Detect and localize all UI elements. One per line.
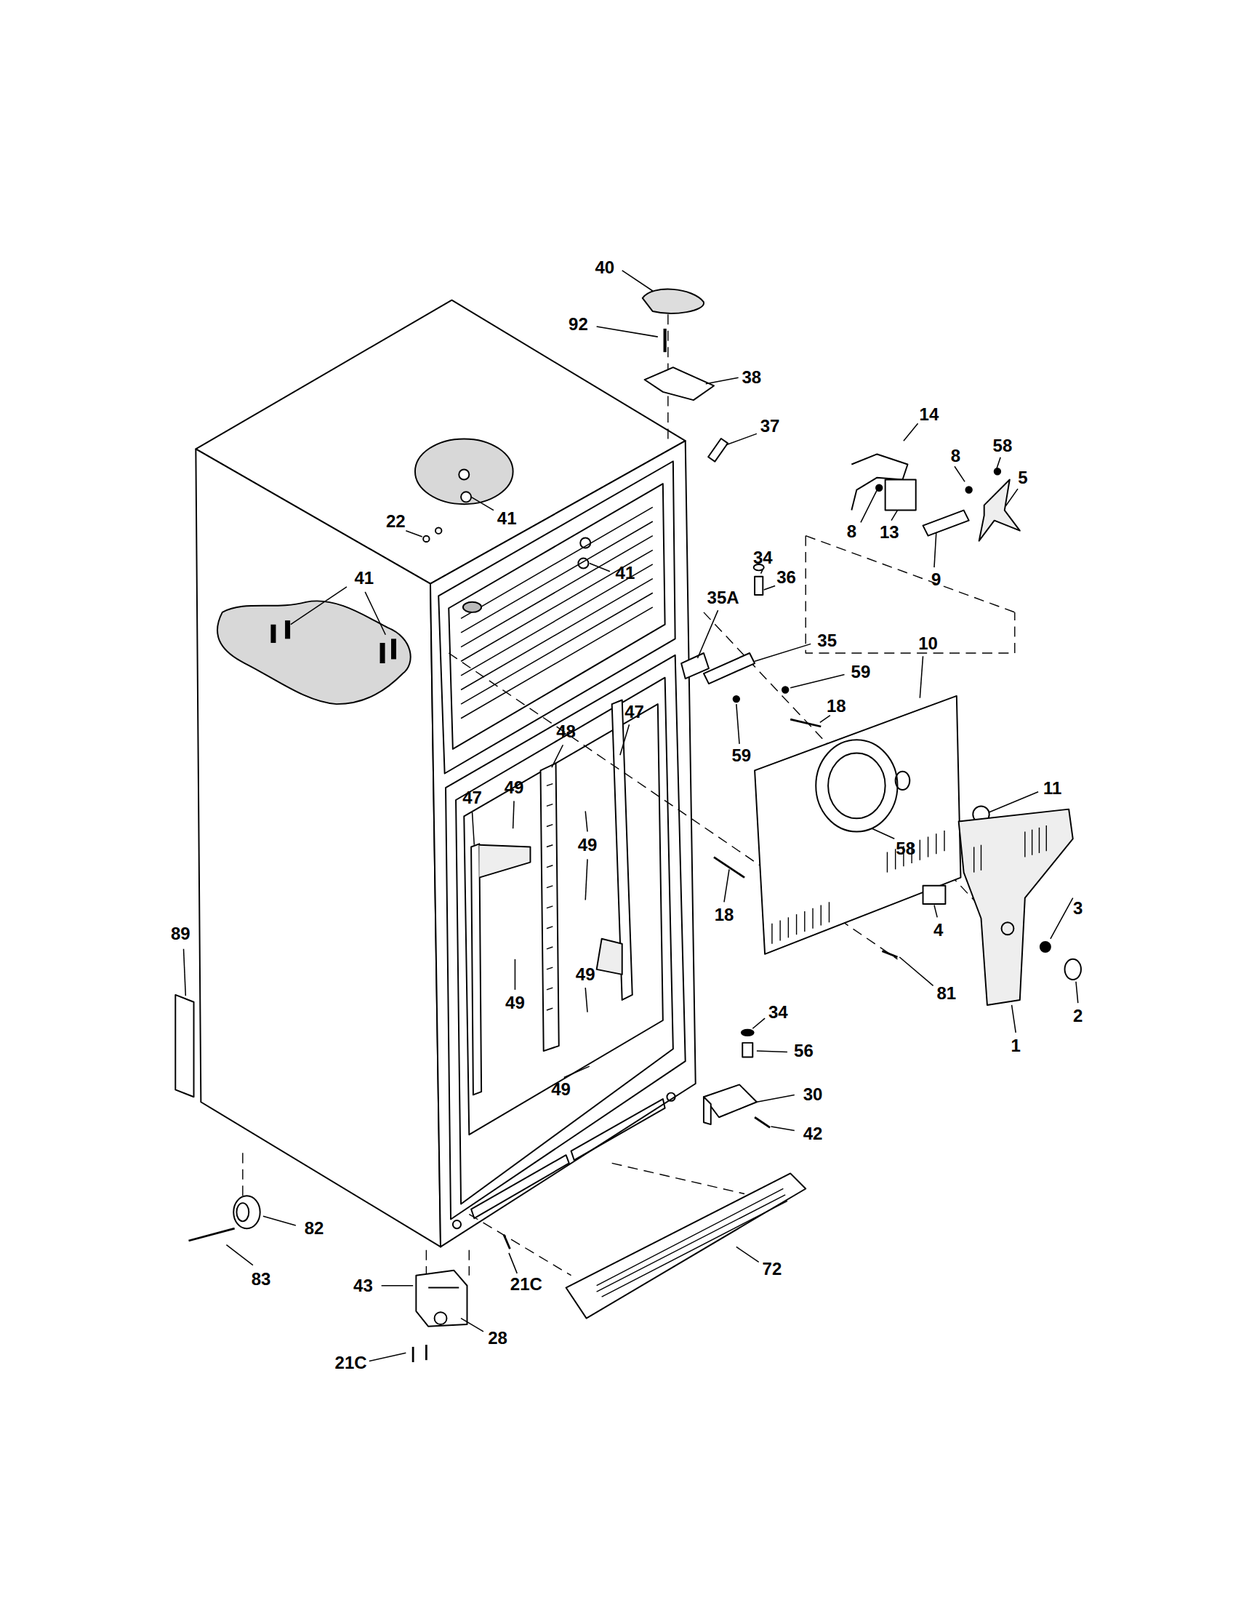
callout-number: 22 [384,511,408,531]
callout-number: 58 [894,838,917,858]
callout-number: 48 [554,721,578,741]
callout-number: 35 [815,631,839,650]
callout-number: 41 [495,508,519,528]
callout-number: 5 [1016,468,1029,488]
callout-number: 2 [1071,1006,1084,1026]
callout-number: 18 [713,905,736,925]
callout-number: 30 [801,1084,825,1104]
callout-number: 14 [918,404,941,424]
callout-number: 1 [1009,1035,1023,1055]
callout-number: 49 [574,964,597,984]
callout-number: 11 [1041,778,1063,798]
callout-number: 37 [758,416,782,436]
callout-number: 42 [801,1123,825,1143]
callout-number: 36 [774,567,798,587]
callout-number: 92 [567,314,590,334]
callout-number: 40 [593,258,617,277]
callout-number: 47 [460,788,484,807]
callout-number: 56 [792,1041,815,1060]
callout-number: 72 [761,1259,784,1279]
callout-number: 21C [333,1352,369,1372]
callout-number: 21C [508,1274,544,1294]
callout-number: 89 [169,924,192,943]
callout-number: 41 [614,563,637,583]
callout-number: 49 [576,835,600,855]
callout-number: 35A [705,588,741,608]
callout-number: 4 [932,920,945,940]
callout-number: 28 [486,1328,509,1348]
callout-number: 34 [751,548,775,568]
callout-number: 59 [729,745,753,765]
callout-number: 58 [991,436,1015,456]
callout-number: 82 [303,1218,326,1238]
callout-number: 83 [250,1269,273,1289]
callout-number: 41 [352,568,376,588]
callout-number: 34 [766,1002,790,1022]
callout-number: 38 [740,367,764,387]
callout-number: 81 [934,983,958,1003]
callout-number: 9 [929,569,943,589]
callout-number: 43 [351,1275,375,1295]
callout-number: 47 [623,702,646,722]
callout-number: 18 [825,696,848,716]
callout-number: 13 [878,522,901,542]
callout-number: 59 [849,662,873,682]
callout-number: 10 [916,633,940,653]
callout-number: 49 [549,1079,573,1099]
callout-number: 8 [949,446,962,466]
callout-number: 3 [1071,898,1084,918]
callout-number: 8 [845,521,858,541]
callout-number: 49 [503,777,526,797]
callout-number: 49 [503,993,527,1012]
